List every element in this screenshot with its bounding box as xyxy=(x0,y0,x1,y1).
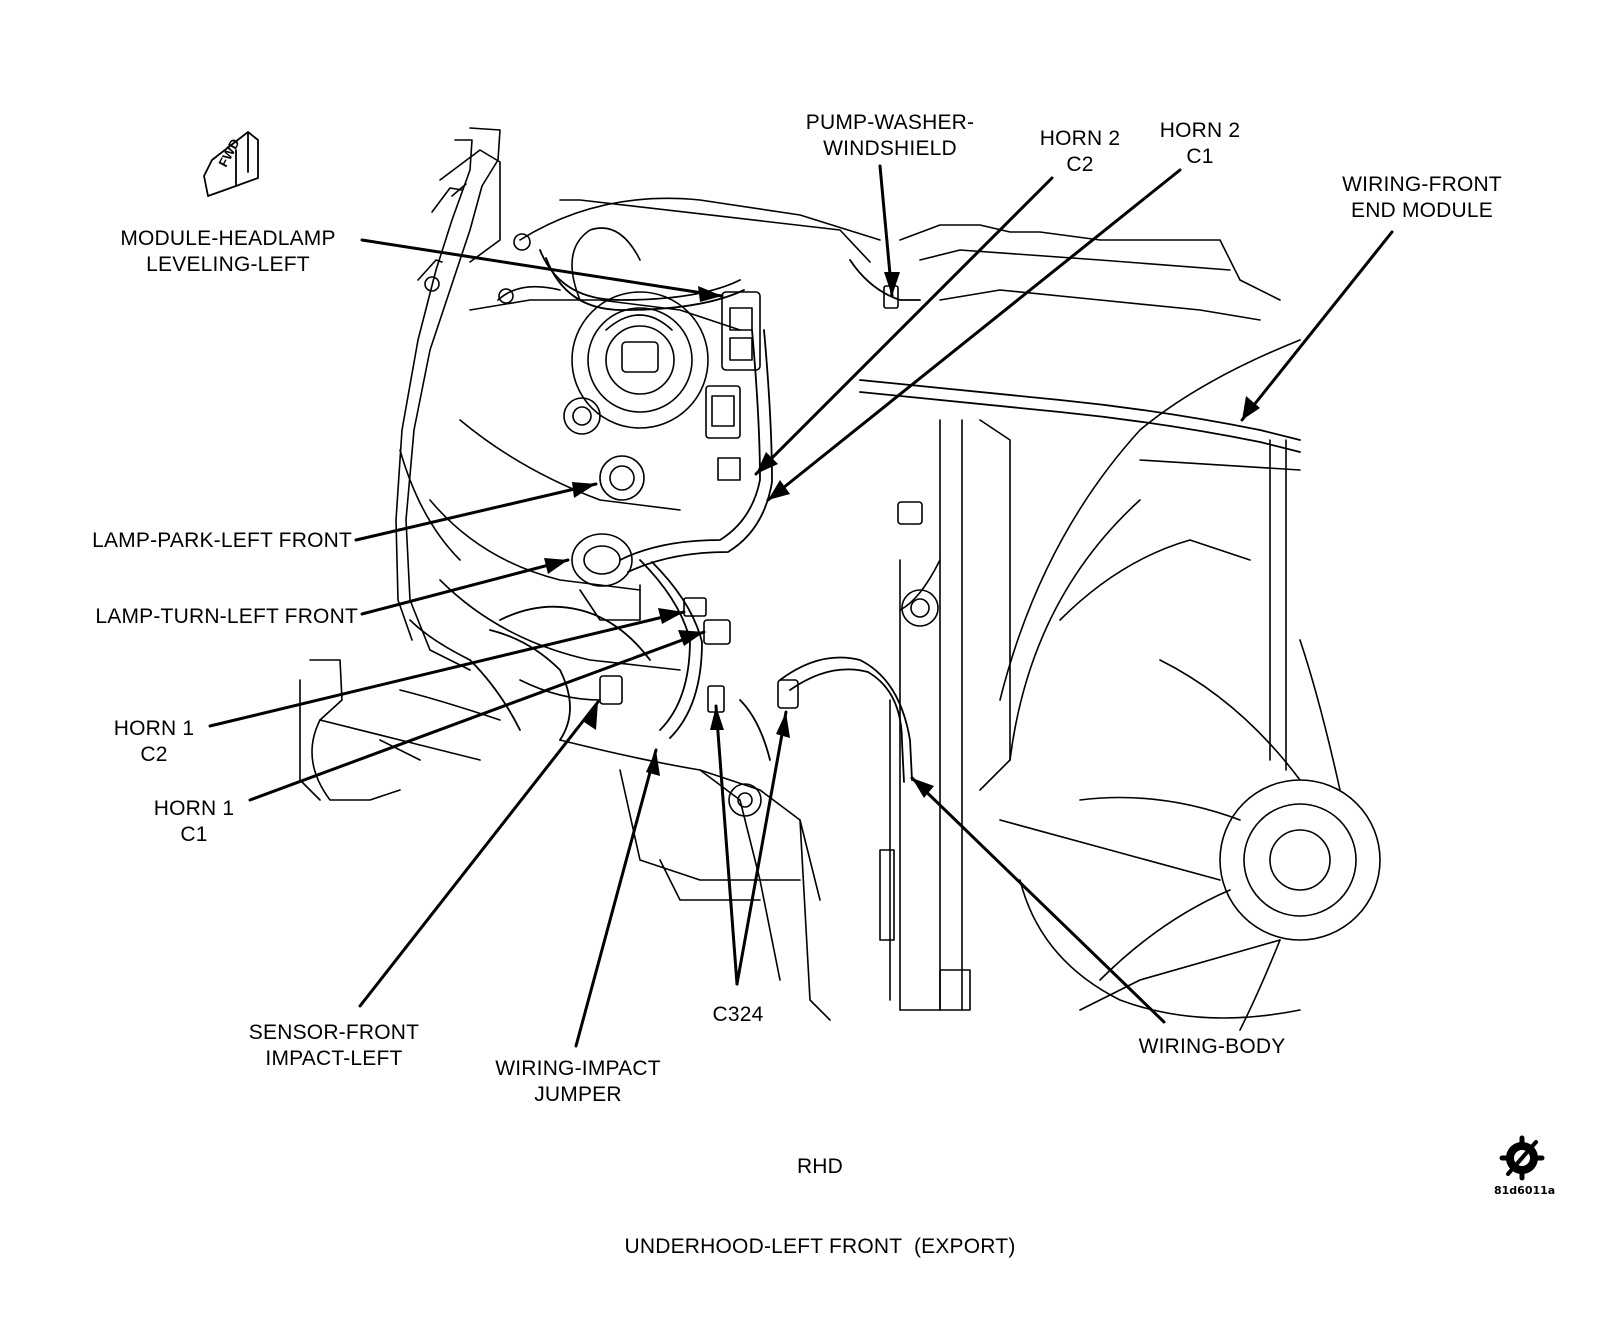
label-pump-washer-windshield: PUMP-WASHER- WINDSHIELD xyxy=(800,110,980,162)
fender-bracket xyxy=(424,149,531,304)
label-wiring-front-end-module: WIRING-FRONT END MODULE xyxy=(1332,172,1512,224)
label-line: LAMP-TURN-LEFT FRONT xyxy=(95,605,358,628)
fwd-arrow-icon: FWD xyxy=(203,131,259,197)
label-line: HORN 1 xyxy=(113,717,195,740)
headlamp-housing xyxy=(395,127,881,671)
cooling-fan xyxy=(999,339,1381,1031)
label-line: HORN 2 xyxy=(1159,119,1241,142)
wiring-harness xyxy=(469,249,1301,783)
label-line: C2 xyxy=(1066,153,1094,176)
label-line: C1 xyxy=(180,823,208,846)
label-line: C2 xyxy=(140,743,168,766)
leader-c324-b xyxy=(735,710,788,986)
label-line: HORN 1 xyxy=(153,797,235,820)
label-c324: C324 xyxy=(696,1002,780,1028)
label-wiring-impact-jumper: WIRING-IMPACT JUMPER xyxy=(480,1056,676,1108)
figure-code: 81d6011a xyxy=(1494,1184,1556,1197)
leader-lines xyxy=(208,164,1394,1048)
leader-lamp-turn xyxy=(360,558,570,616)
leader-c324-a xyxy=(714,704,739,986)
leader-wiring-impact xyxy=(574,748,658,1048)
leader-wiring-body xyxy=(910,776,1166,1024)
label-line: IMPACT-LEFT xyxy=(265,1047,403,1070)
leader-horn2-c1 xyxy=(766,168,1182,502)
label-lamp-turn-left-front: LAMP-TURN-LEFT FRONT xyxy=(40,604,358,630)
leader-sensor-front xyxy=(358,700,600,1008)
label-sensor-front-impact-left: SENSOR-FRONT IMPACT-LEFT xyxy=(236,1020,432,1072)
turn-lamp-socket xyxy=(571,533,641,621)
label-horn2-c2: HORN 2 C2 xyxy=(1030,126,1130,178)
caption-title: UNDERHOOD-LEFT FRONT (EXPORT) xyxy=(560,1234,1080,1260)
impact-sensor-connector xyxy=(599,675,623,705)
label-line: C1 xyxy=(1186,145,1214,168)
leader-horn1-c2 xyxy=(208,610,686,728)
headlamp-bulb xyxy=(571,227,709,429)
label-line: PUMP-WASHER- xyxy=(805,111,975,134)
label-line: C324 xyxy=(712,1003,764,1026)
leader-horn2-c2 xyxy=(754,176,1054,476)
caption-rhd-text: RHD xyxy=(796,1155,844,1178)
module-box xyxy=(705,385,741,439)
leader-arrowheads xyxy=(544,272,1260,798)
leader-horn1-c1 xyxy=(248,630,706,802)
label-line: WIRING-IMPACT xyxy=(495,1057,661,1080)
label-line: SENSOR-FRONT xyxy=(248,1021,420,1044)
connectors xyxy=(599,285,923,713)
label-horn1-c1: HORN 1 C1 xyxy=(144,796,244,848)
label-line: WIRING-BODY xyxy=(1138,1035,1286,1058)
label-line: JUMPER xyxy=(534,1083,622,1106)
label-horn2-c1: HORN 2 C1 xyxy=(1150,118,1250,170)
leader-lamp-park xyxy=(354,482,598,542)
label-line: END MODULE xyxy=(1350,199,1494,222)
radiator-support xyxy=(879,224,1281,1011)
label-line: HORN 2 xyxy=(1039,127,1121,150)
gear-slash-logo-icon xyxy=(1499,1135,1545,1181)
bulb-small xyxy=(563,397,601,435)
label-horn1-c2: HORN 1 C2 xyxy=(104,716,204,768)
label-line: MODULE-HEADLAMP xyxy=(120,227,336,250)
label-wiring-body: WIRING-BODY xyxy=(1122,1034,1302,1060)
label-lamp-park-left-front: LAMP-PARK-LEFT FRONT xyxy=(40,528,352,554)
park-lamp-socket xyxy=(599,455,645,501)
leader-module-headlamp xyxy=(360,238,724,298)
label-module-headlamp-leveling-left: MODULE-HEADLAMP LEVELING-LEFT xyxy=(112,226,344,278)
label-line: WIRING-FRONT xyxy=(1342,173,1502,196)
caption-title-text: UNDERHOOD-LEFT FRONT (EXPORT) xyxy=(624,1235,1016,1258)
leader-wiring-front-end xyxy=(1240,230,1394,422)
label-line: LAMP-PARK-LEFT FRONT xyxy=(92,529,352,552)
caption-rhd: RHD xyxy=(780,1154,860,1180)
label-line: WINDSHIELD xyxy=(823,137,957,160)
label-line: LEVELING-LEFT xyxy=(146,253,310,276)
